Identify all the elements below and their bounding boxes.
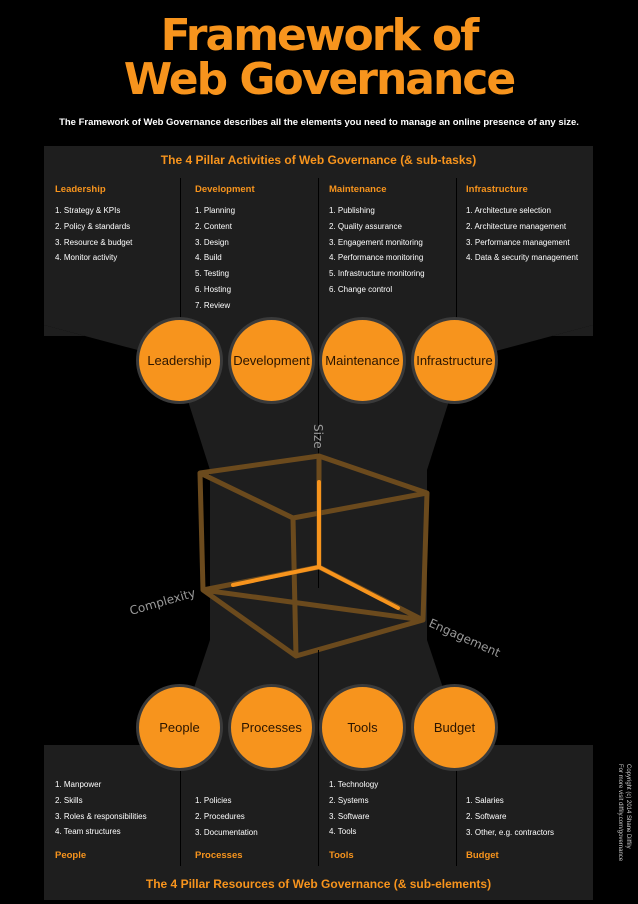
circle-development: Development: [228, 317, 315, 404]
list-item: 1. Policies: [195, 796, 232, 805]
list-item: 3. Performance management: [466, 237, 570, 247]
title-line-1: Framework of: [160, 10, 480, 61]
subtitle: The Framework of Web Governance describe…: [59, 117, 579, 128]
column-title: Maintenance: [329, 184, 387, 195]
list-item: 1. Manpower: [55, 780, 102, 789]
list-item: 4. Tools: [329, 827, 357, 837]
list-item: 1. Architecture selection: [466, 206, 551, 215]
resources-heading: The 4 Pillar Resources of Web Governance…: [145, 877, 492, 891]
list-item: 1. Strategy & KPIs: [55, 206, 121, 215]
list-item: 5. Testing: [195, 269, 230, 279]
list-item: 7. Review: [195, 300, 231, 310]
list-item: 4. Performance monitoring: [329, 253, 424, 263]
list-item: 4. Team structures: [55, 827, 121, 837]
list-item: 6. Change control: [329, 284, 393, 294]
column-title: Leadership: [55, 184, 106, 195]
column-divider: [180, 760, 181, 866]
cube-back-face: [197, 453, 430, 521]
column-title: Development: [195, 184, 255, 195]
circle-budget: Budget: [411, 684, 498, 771]
circle-infrastructure: Infrastructure: [411, 317, 498, 404]
list-item: 3. Engagement monitoring: [329, 237, 423, 247]
column-title: Infrastructure: [466, 184, 528, 195]
activity-column-leadership: Leadership 1. Strategy & KPIs 2. Policy …: [55, 184, 185, 266]
list-item: 2. Content: [195, 221, 232, 231]
size-label: Size: [311, 424, 325, 449]
column-divider: [456, 178, 457, 358]
engagement-label: Engagement: [427, 616, 503, 660]
complexity-axis: [231, 565, 321, 587]
activity-column-maintenance: Maintenance 1. Publishing 2. Quality ass…: [329, 184, 459, 298]
list-item: 1. Publishing: [329, 206, 375, 215]
column-divider: [318, 178, 319, 588]
complexity-label: Complexity: [128, 586, 197, 618]
resource-column-processes: 1. Policies 2. Procedures 3. Documentati…: [195, 793, 325, 840]
list-item: 2. Quality assurance: [329, 221, 402, 231]
resource-column-tools: 1. Technology 2. Systems 3. Software 4. …: [329, 777, 459, 840]
list-item: 4. Build: [195, 253, 222, 263]
circle-processes: Processes: [228, 684, 315, 771]
activities-heading: The 4 Pillar Activities of Web Governanc…: [160, 153, 477, 167]
resource-title-tools: Tools: [329, 850, 354, 861]
list-item: 2. Software: [466, 811, 507, 821]
list-item: 4. Monitor activity: [55, 253, 118, 263]
circle-maintenance: Maintenance: [319, 317, 406, 404]
list-item: 2. Systems: [329, 795, 369, 805]
list-item: 2. Skills: [55, 795, 83, 805]
column-divider: [456, 760, 457, 866]
copyright: Copyright (c) 2014 Shane Diffily For mor…: [616, 764, 632, 904]
activity-column-infrastructure: Infrastructure 1. Architecture selection…: [466, 184, 596, 266]
list-item: 1. Salaries: [466, 796, 504, 805]
resource-title-budget: Budget: [466, 850, 499, 861]
list-item: 3. Software: [329, 811, 370, 821]
resource-column-budget: 1. Salaries 2. Software 3. Other, e.g. c…: [466, 793, 596, 840]
circle-tools: Tools: [319, 684, 406, 771]
cube-front-bottom: [200, 587, 426, 659]
resource-title-processes: Processes: [195, 850, 243, 861]
circle-leadership: Leadership: [136, 317, 223, 404]
list-item: 3. Other, e.g. contractors: [466, 827, 555, 837]
resource-column-people: 1. Manpower 2. Skills 3. Roles & respons…: [55, 777, 185, 840]
column-divider: [318, 650, 319, 866]
list-item: 3. Resource & budget: [55, 237, 133, 247]
engagement-axis: [317, 565, 400, 610]
list-item: 3. Design: [195, 237, 229, 247]
list-item: 4. Data & security management: [466, 253, 579, 263]
list-item: 5. Infrastructure monitoring: [329, 269, 425, 279]
list-item: 1. Planning: [195, 206, 236, 215]
list-item: 3. Roles & responsibilities: [55, 811, 147, 821]
list-item: 6. Hosting: [195, 284, 232, 294]
activity-column-development: Development 1. Planning 2. Content 3. De…: [195, 184, 325, 314]
title-line-2: Web Governance: [123, 54, 516, 105]
list-item: 2. Architecture management: [466, 221, 567, 231]
list-item: 1. Technology: [329, 780, 379, 789]
copyright-line-2: For more visit diffily.com/governance: [617, 764, 623, 862]
list-item: 2. Policy & standards: [55, 221, 131, 231]
resource-title-people: People: [55, 850, 87, 861]
column-divider: [180, 178, 181, 358]
copyright-line-1: Copyright (c) 2014 Shane Diffily: [625, 764, 631, 849]
circle-people: People: [136, 684, 223, 771]
list-item: 3. Documentation: [195, 827, 258, 837]
list-item: 2. Procedures: [195, 811, 245, 821]
